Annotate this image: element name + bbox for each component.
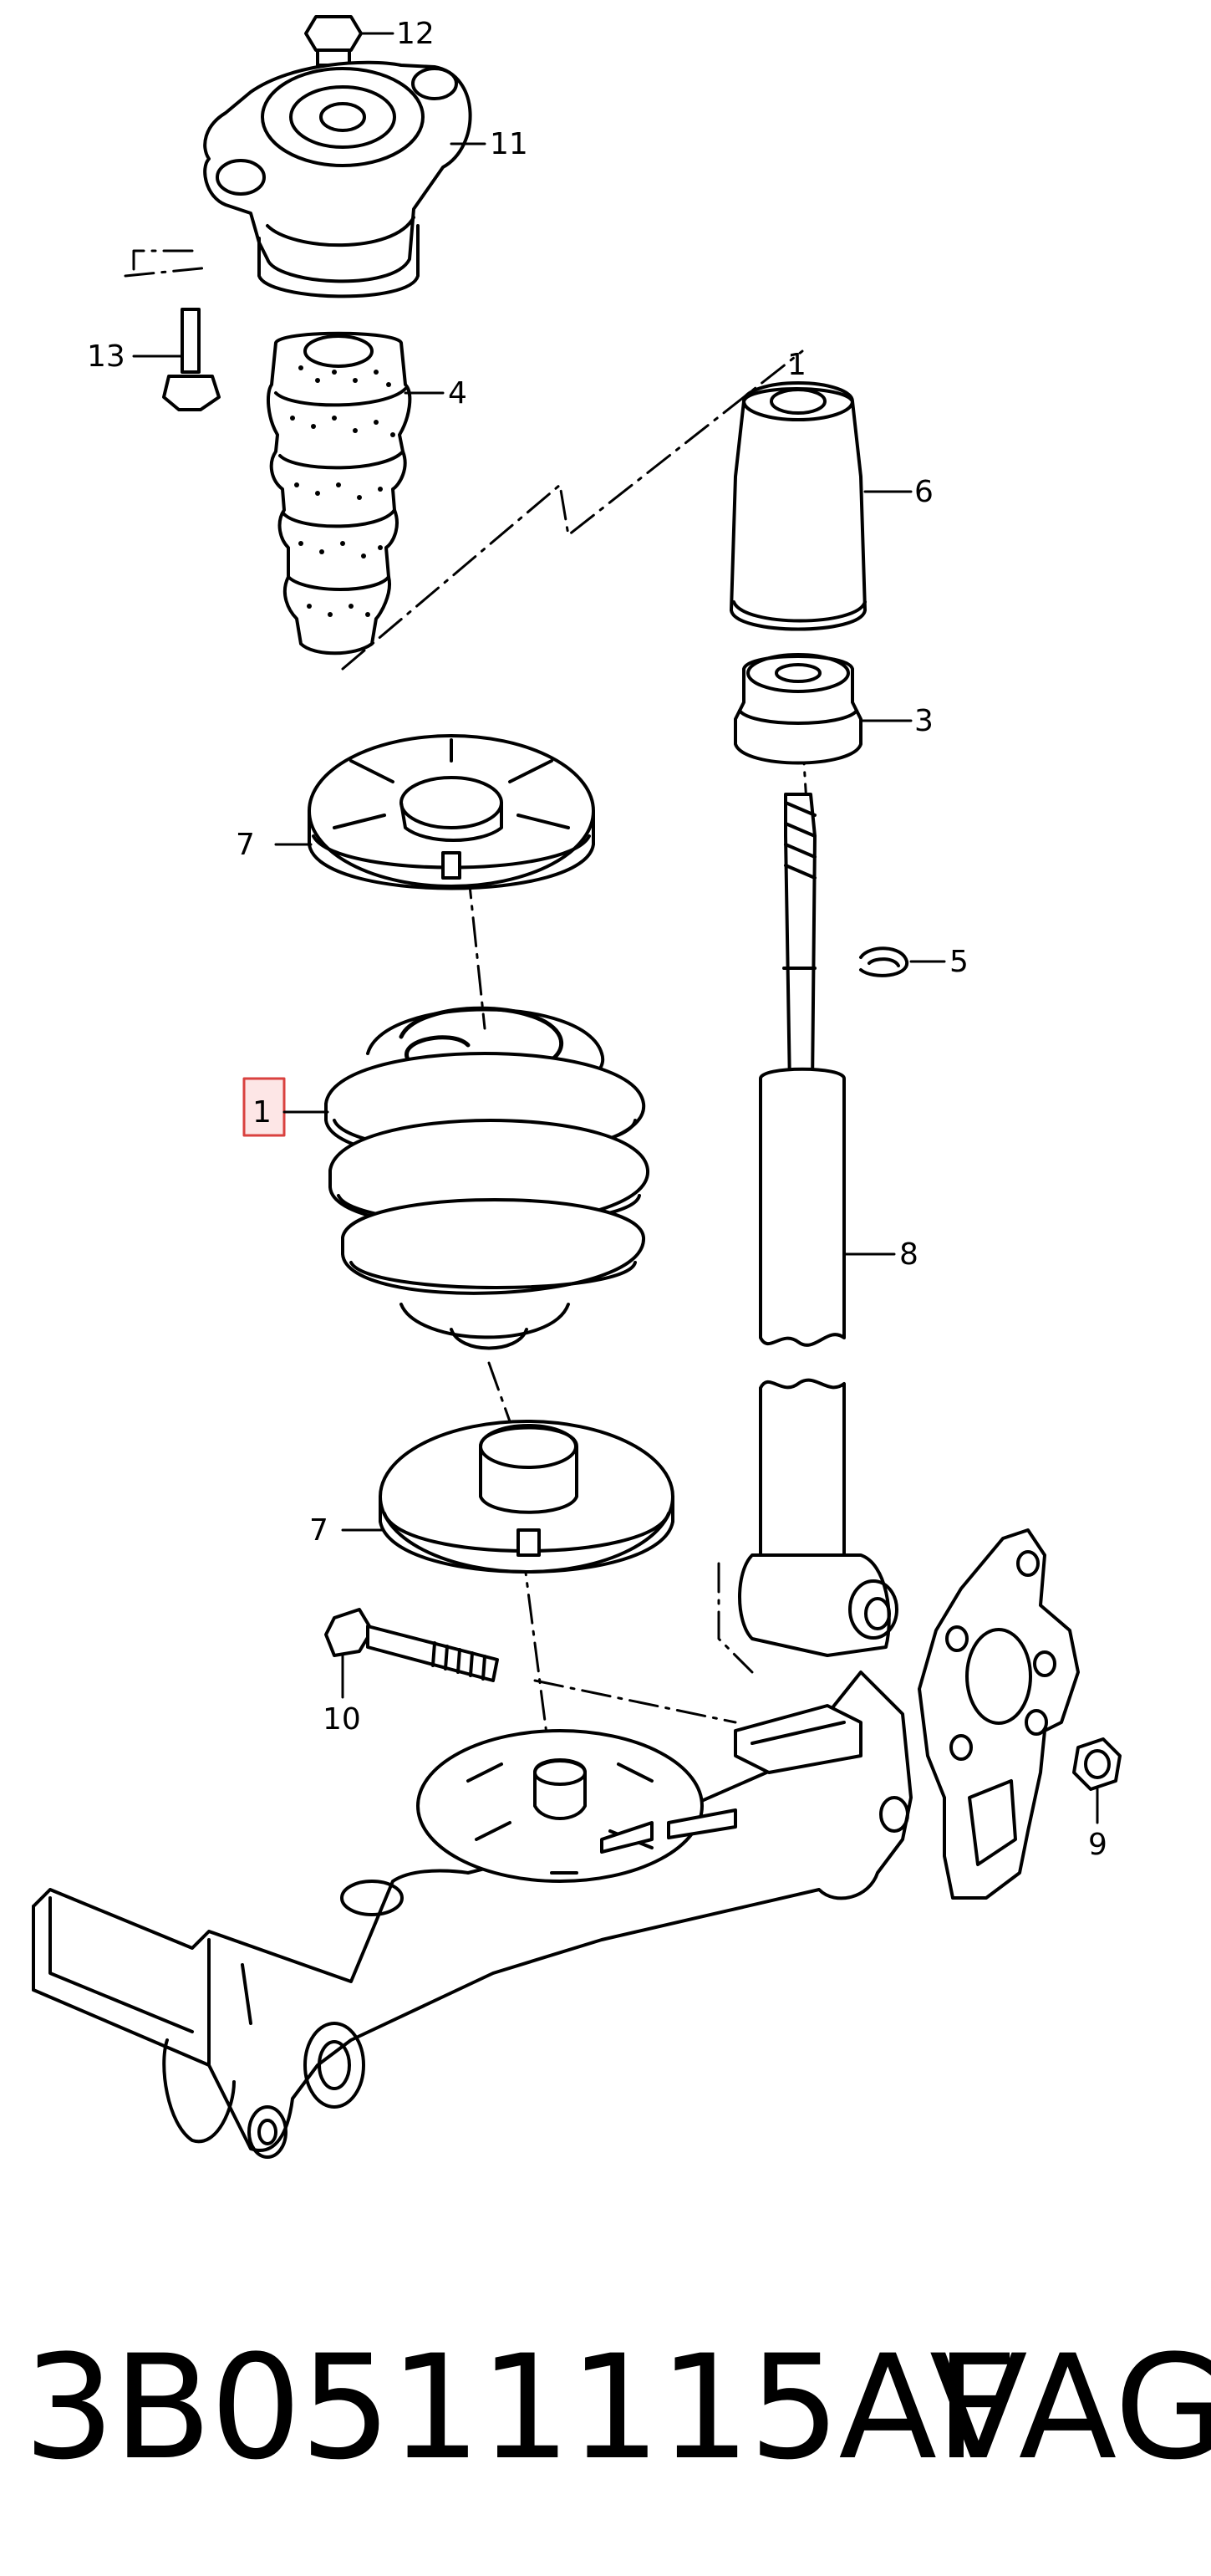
callout-8: 8: [899, 1237, 918, 1272]
callout-10: 10: [323, 1702, 361, 1737]
callout-3: 3: [914, 704, 934, 738]
lower-spring-pad: [341, 1420, 674, 1574]
nut-top: [304, 15, 394, 67]
callout-1: 1: [252, 1095, 272, 1130]
callout-7-upper: 7: [236, 828, 255, 862]
part-number: 3B0511115AF: [23, 2324, 1018, 2492]
strut-mount: [203, 60, 486, 298]
nut-side: [1072, 1737, 1122, 1824]
bump-stop: [267, 331, 445, 655]
footer: 3B0511115AF VAG: [0, 2308, 1211, 2508]
buffer: [734, 653, 913, 765]
brand-name: VAG: [929, 2324, 1211, 2492]
long-bolt: [324, 1608, 499, 1699]
callout-11: 11: [490, 127, 528, 161]
callout-labels: 12 11 13 4 1 6 3 7 5 1 8 7 10 9: [87, 17, 1107, 1862]
axle-beam: [32, 1528, 1080, 2159]
callout-4: 4: [448, 376, 467, 411]
coil-spring: [324, 1006, 650, 1350]
circlip: [859, 946, 946, 977]
dust-boot: [730, 381, 913, 631]
callout-6: 6: [914, 475, 934, 509]
callout-5: 5: [949, 945, 969, 979]
callout-1-top: 1: [787, 348, 806, 382]
upper-spring-pad: [274, 734, 595, 890]
bolt-small: [132, 308, 221, 411]
exploded-parts-diagram: 12 11 13 4 1 6 3 7 5 1 8 7 10 9: [32, 15, 1122, 2159]
callout-13: 13: [87, 339, 125, 374]
shock-absorber: [738, 793, 898, 1657]
callout-7-lower: 7: [309, 1513, 328, 1548]
callout-12: 12: [396, 17, 435, 51]
assembly-lines: [124, 249, 808, 1774]
callout-9: 9: [1088, 1828, 1107, 1862]
highlight-box: [242, 1077, 286, 1137]
